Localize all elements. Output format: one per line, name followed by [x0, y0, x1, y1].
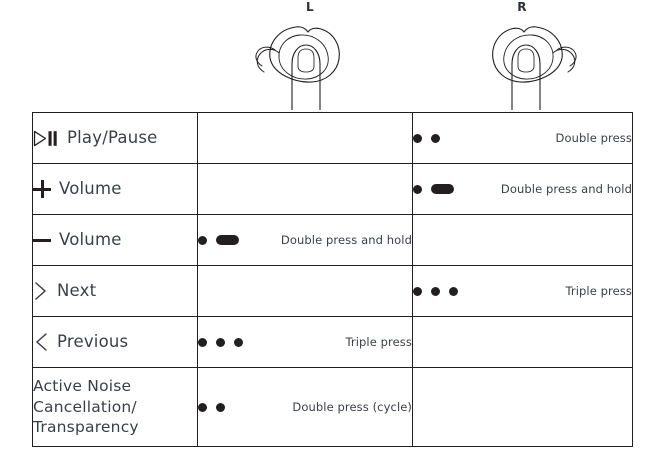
gesture-text: Double press and hold	[280, 233, 412, 247]
left-gesture-cell-volume-down: Double press and hold	[197, 214, 413, 266]
gesture-text: Triple press	[345, 335, 412, 349]
left-gesture-cell-volume-up	[197, 163, 413, 215]
action-label: Play/Pause	[67, 127, 158, 147]
left-side-label: L	[306, 0, 314, 14]
gesture-marks	[413, 286, 458, 296]
press-dot-icon	[198, 337, 207, 347]
press-dot-icon	[413, 184, 422, 194]
right-earbud-illustration: R	[452, 0, 592, 112]
minus-icon	[33, 231, 51, 249]
action-label: Previous	[57, 331, 129, 351]
play-pause-icon	[33, 130, 59, 147]
left-gesture-cell-anc-transparency: Double press (cycle)	[197, 367, 413, 447]
action-label: Volume	[59, 229, 122, 249]
action-cell-next: Next	[32, 265, 198, 317]
action-label: Volume	[59, 178, 122, 198]
press-dot-icon	[216, 402, 225, 412]
gesture-marks	[413, 133, 440, 143]
gesture-marks	[198, 337, 243, 347]
press-dot-icon	[216, 337, 225, 347]
action-cell-anc-transparency: Active Noise Cancellation/ Transparency	[32, 367, 198, 447]
gesture-text: Triple press	[565, 284, 632, 298]
earbud-finger-tap-right-icon	[492, 26, 577, 110]
press-dot-icon	[431, 286, 440, 296]
gesture-text: Double press and hold	[500, 182, 632, 196]
right-gesture-cell-anc-transparency	[412, 367, 633, 447]
gesture-marks	[413, 184, 454, 194]
chevron-left-icon	[33, 332, 49, 352]
table-row: Next Triple press	[32, 265, 633, 317]
right-gesture-cell-volume-down	[412, 214, 633, 266]
table-row: Previous Triple press	[32, 316, 633, 368]
left-gesture-cell-play-pause	[197, 112, 413, 164]
gesture-text: Double press	[555, 131, 632, 145]
gesture-table: Play/Pause Double press Volume	[32, 112, 633, 447]
action-label: Active Noise Cancellation/ Transparency	[33, 377, 139, 437]
right-gesture-cell-previous	[412, 316, 633, 368]
right-gesture-cell-play-pause: Double press	[412, 112, 633, 164]
press-dot-icon	[431, 133, 440, 143]
left-earbud-illustration: L	[240, 0, 380, 112]
table-row: Volume Double press and hold	[32, 163, 633, 215]
earbud-finger-tap-left-icon	[255, 26, 340, 110]
gesture-marks	[198, 235, 239, 245]
right-side-label: R	[517, 0, 527, 14]
gesture-marks	[198, 402, 225, 412]
left-gesture-cell-next	[197, 265, 413, 317]
press-dot-icon	[234, 337, 243, 347]
right-gesture-cell-next: Triple press	[412, 265, 633, 317]
chevron-right-icon	[33, 281, 49, 301]
action-cell-previous: Previous	[32, 316, 198, 368]
press-dot-icon	[413, 133, 422, 143]
table-row: Volume Double press and hold	[32, 214, 633, 266]
earbud-diagram: L R	[0, 0, 651, 112]
press-dot-icon	[413, 286, 422, 296]
table-row: Play/Pause Double press	[32, 112, 633, 164]
action-cell-volume-up: Volume	[32, 163, 198, 215]
press-dot-icon	[449, 286, 458, 296]
table-row: Active Noise Cancellation/ Transparency …	[32, 367, 633, 447]
left-gesture-cell-previous: Triple press	[197, 316, 413, 368]
action-label: Next	[57, 280, 97, 300]
right-gesture-cell-volume-up: Double press and hold	[412, 163, 633, 215]
action-cell-play-pause: Play/Pause	[32, 112, 198, 164]
plus-icon	[33, 180, 51, 198]
gesture-table-body: Play/Pause Double press Volume	[32, 112, 633, 447]
press-dot-icon	[198, 402, 207, 412]
press-dot-icon	[198, 235, 207, 245]
action-cell-volume-down: Volume	[32, 214, 198, 266]
gesture-text: Double press (cycle)	[292, 400, 412, 414]
press-hold-icon	[431, 184, 454, 194]
press-hold-icon	[216, 235, 239, 245]
